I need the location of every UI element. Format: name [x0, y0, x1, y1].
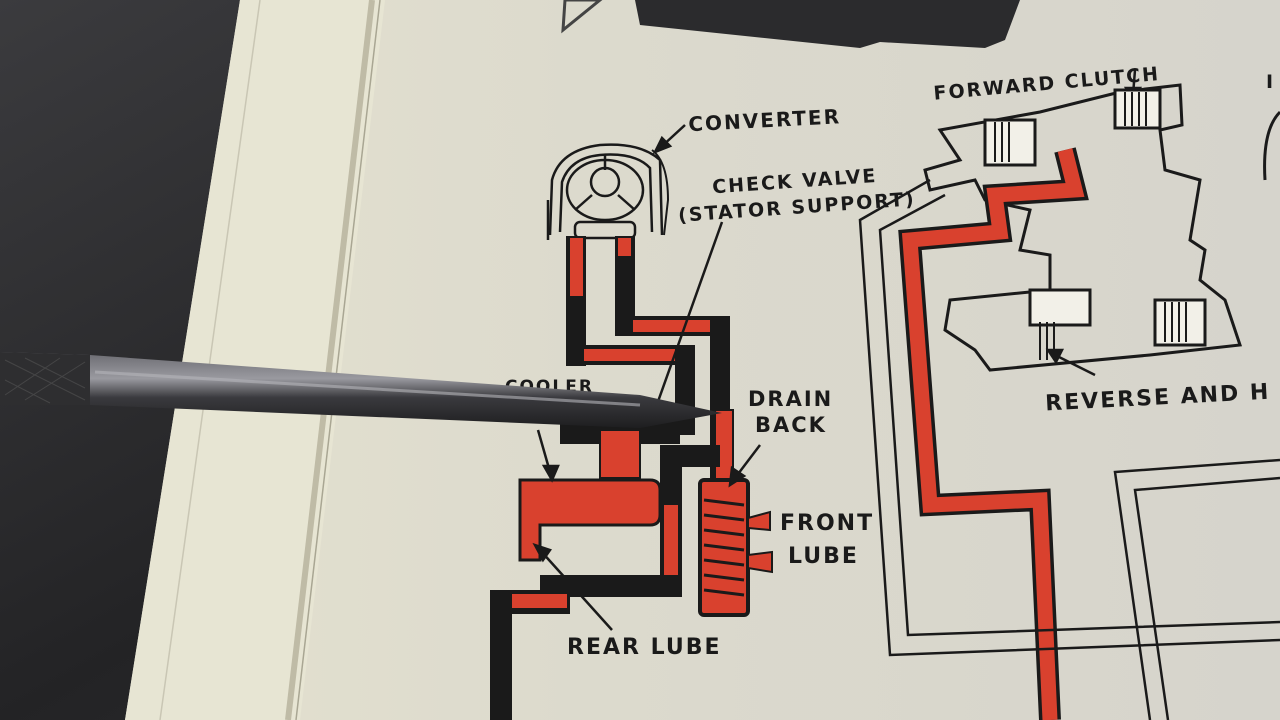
- label-rear-lube: REAR LUBE: [567, 635, 722, 660]
- page-edge-line: [295, 0, 381, 720]
- triangle-symbol: [561, 0, 603, 34]
- page-edge-line: [159, 0, 261, 720]
- label-partial-edge: I: [1266, 71, 1275, 93]
- clutch-plates: [994, 92, 1187, 360]
- book-page: [125, 0, 1280, 720]
- oil-passage-outline: [858, 178, 1280, 720]
- drain-back-valve: [698, 409, 773, 617]
- oil-passage-rear-lube: [490, 445, 720, 720]
- top-illustration-fragment: [635, 0, 1020, 48]
- pointer-tool: [0, 352, 722, 428]
- label-front: FRONT: [780, 511, 874, 536]
- oil-passage-forward-clutch-fill: [901, 148, 1085, 720]
- label-lube: LUBE: [788, 544, 859, 569]
- partial-ring-illustration: [1263, 110, 1280, 181]
- label-back: BACK: [755, 413, 827, 437]
- page-edge-strip: [125, 0, 385, 720]
- page-edge-line: [285, 0, 375, 720]
- label-drain: DRAIN: [748, 387, 833, 411]
- leader-arrows: [532, 69, 1143, 631]
